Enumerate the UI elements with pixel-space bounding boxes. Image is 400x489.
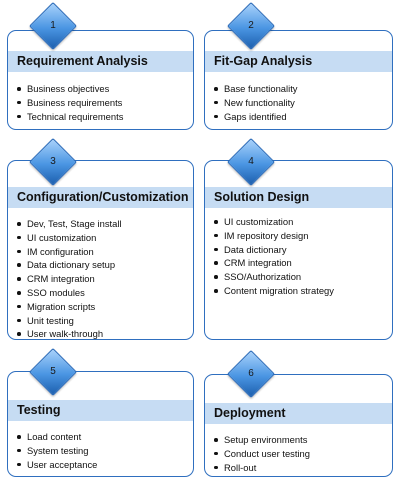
list-item: IM repository design xyxy=(214,229,392,243)
list-item: Conduct user testing xyxy=(214,447,392,461)
phase-card-1: Requirement Analysis Business objectives… xyxy=(7,30,194,130)
phase-number-3: 3 xyxy=(50,156,56,167)
list-item: Data dictionary setup xyxy=(17,258,193,272)
phase-items-2: Base functionality New functionality Gap… xyxy=(205,82,392,123)
list-item: Setup environments xyxy=(214,433,392,447)
phase-items-4: UI customization IM repository design Da… xyxy=(205,215,392,298)
phase-title-band-4 xyxy=(205,187,392,208)
list-item: CRM integration xyxy=(17,272,193,286)
phase-number-5: 5 xyxy=(50,366,56,377)
list-item: Gaps identified xyxy=(214,110,392,124)
phase-number-2: 2 xyxy=(248,20,254,31)
list-item: CRM integration xyxy=(214,256,392,270)
phase-title-6: Deployment xyxy=(214,406,286,420)
list-item: Load content xyxy=(17,430,193,444)
list-item: IM configuration xyxy=(17,245,193,259)
list-item: Base functionality xyxy=(214,82,392,96)
phase-card-6: Deployment Setup environments Conduct us… xyxy=(204,374,393,477)
phase-title-band-1 xyxy=(8,51,193,72)
phase-title-1: Requirement Analysis xyxy=(17,54,148,68)
list-item: SSO modules xyxy=(17,286,193,300)
phase-number-6: 6 xyxy=(248,368,254,379)
list-item: Dev, Test, Stage install xyxy=(17,217,193,231)
phase-items-6: Setup environments Conduct user testing … xyxy=(205,433,392,474)
phase-items-5: Load content System testing User accepta… xyxy=(8,430,193,471)
phase-card-2: Fit-Gap Analysis Base functionality New … xyxy=(204,30,393,130)
phase-title-band-3 xyxy=(8,187,193,208)
phase-items-3: Dev, Test, Stage install UI customizatio… xyxy=(8,217,193,341)
list-item: System testing xyxy=(17,444,193,458)
list-item: Content migration strategy xyxy=(214,284,392,298)
list-item: New functionality xyxy=(214,96,392,110)
list-item: Data dictionary xyxy=(214,243,392,257)
list-item: User walk-through xyxy=(17,327,193,341)
phase-title-3: Configuration/Customization xyxy=(17,190,189,204)
list-item: Business requirements xyxy=(17,96,193,110)
list-item: Roll-out xyxy=(214,461,392,475)
phase-title-5: Testing xyxy=(17,403,61,417)
phase-card-4: Solution Design UI customization IM repo… xyxy=(204,160,393,340)
list-item: Migration scripts xyxy=(17,300,193,314)
phase-number-4: 4 xyxy=(248,156,254,167)
list-item: SSO/Authorization xyxy=(214,270,392,284)
list-item: Unit testing xyxy=(17,314,193,328)
phase-card-5: Testing Load content System testing User… xyxy=(7,371,194,477)
phase-number-1: 1 xyxy=(50,20,56,31)
phase-title-band-5 xyxy=(8,400,193,421)
list-item: UI customization xyxy=(17,231,193,245)
list-item: UI customization xyxy=(214,215,392,229)
phase-title-band-2 xyxy=(205,51,392,72)
phase-items-1: Business objectives Business requirement… xyxy=(8,82,193,123)
phase-title-4: Solution Design xyxy=(214,190,310,204)
list-item: Technical requirements xyxy=(17,110,193,124)
phase-title-2: Fit-Gap Analysis xyxy=(214,54,313,68)
phase-title-band-6 xyxy=(205,403,392,424)
phase-card-3: Configuration/Customization Dev, Test, S… xyxy=(7,160,194,340)
list-item: User acceptance xyxy=(17,458,193,472)
list-item: Business objectives xyxy=(17,82,193,96)
